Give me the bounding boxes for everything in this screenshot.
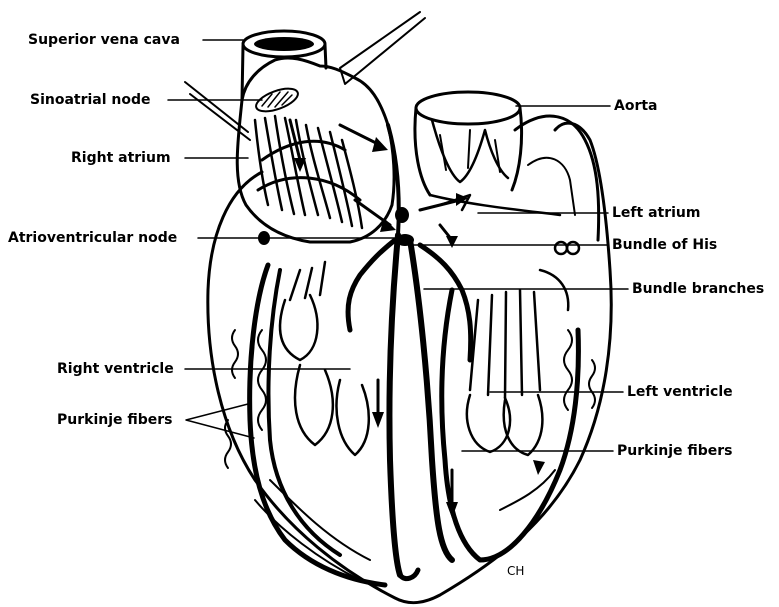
right-atrium-outline [237, 58, 394, 242]
label-purkinje-fibers-left: Purkinje fibers [57, 412, 173, 428]
left-atrium-outline [430, 195, 560, 215]
pectinate-muscles [255, 116, 362, 228]
aorta-vessel [415, 92, 522, 195]
label-bundle-of-his: Bundle of His [612, 237, 717, 253]
label-right-ventricle: Right ventricle [57, 361, 174, 377]
label-bundle-branches: Bundle branches [632, 281, 764, 297]
label-purkinje-fibers-right: Purkinje fibers [617, 443, 733, 459]
label-right-atrium: Right atrium [71, 150, 171, 166]
artist-initials: CH [507, 564, 524, 578]
label-left-ventricle: Left ventricle [627, 384, 733, 400]
label-aorta: Aorta [614, 98, 658, 114]
label-left-atrium: Left atrium [612, 205, 700, 221]
left-papillary-muscles [467, 270, 568, 455]
label-atrioventricular-node: Atrioventricular node [8, 230, 177, 246]
label-sinoatrial-node: Sinoatrial node [30, 92, 151, 108]
label-superior-vena-cava: Superior vena cava [28, 32, 180, 48]
right-papillary-muscles [280, 262, 369, 455]
pacing-wire [340, 12, 425, 84]
interventricular-septum [389, 235, 400, 575]
coronary-vessel [555, 242, 579, 254]
